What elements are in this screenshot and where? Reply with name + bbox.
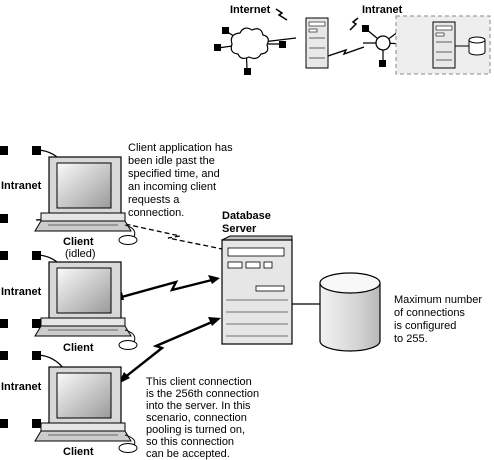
internet-label: Internet xyxy=(230,4,271,16)
max-connections-note: Maximum number of connections is configu… xyxy=(394,294,485,345)
client-1-label: Client xyxy=(63,236,94,248)
idle-note-line: been idle past the xyxy=(128,155,215,167)
server-label-line2: Server xyxy=(222,223,257,235)
pooling-note-line: scenario, connection xyxy=(146,412,247,424)
client-1: Intranet Client (idled) xyxy=(0,146,138,260)
client-2: Intranet Client xyxy=(0,251,138,354)
pooling-note-line: into the server. In this xyxy=(146,400,251,412)
internet-lightning-icon xyxy=(275,8,288,21)
pooling-note-line: can be accepted. xyxy=(146,448,230,460)
pooling-note: This client connection is the 256th conn… xyxy=(146,376,262,460)
pooling-note-line: so this connection xyxy=(146,436,234,448)
top-overview: Internet Intranet xyxy=(214,4,491,75)
idle-note-line: requests a xyxy=(128,194,180,206)
link-lightning-icon xyxy=(327,46,365,57)
intranet-label: Intranet xyxy=(362,4,403,16)
mouse-icon xyxy=(118,443,138,453)
idle-note: Client application has been idle past th… xyxy=(128,142,236,219)
idle-note-line: specified time, and xyxy=(128,168,220,180)
client-2-intranet-label: Intranet xyxy=(1,286,42,298)
mouse-icon xyxy=(118,235,138,245)
idle-note-line: connection. xyxy=(128,207,184,219)
client-1-intranet-label: Intranet xyxy=(1,180,42,192)
client-3-intranet-label: Intranet xyxy=(1,381,42,393)
accepted-connection-arrow xyxy=(118,317,221,384)
server-label-line1: Database xyxy=(222,210,271,222)
mouse-icon xyxy=(118,340,138,350)
active-connection-arrow xyxy=(110,275,220,300)
database-cylinder-icon xyxy=(319,272,381,352)
database-server-icon xyxy=(221,235,293,345)
top-server-icon xyxy=(305,17,329,69)
computer-monitor-icon xyxy=(34,261,138,350)
client-1-sublabel: (idled) xyxy=(65,248,96,260)
top-db-server-icon xyxy=(432,21,456,69)
idle-connection-dashed-line xyxy=(101,218,233,252)
computer-monitor-icon xyxy=(34,366,138,453)
client-2-label: Client xyxy=(63,342,94,354)
internet-cloud-icon xyxy=(214,27,297,75)
intranet-lightning-icon xyxy=(349,17,359,31)
max-connections-note-line: Maximum number xyxy=(394,294,482,306)
max-connections-note-line: is configured xyxy=(394,320,456,332)
client-3: Intranet Client xyxy=(0,351,138,458)
idle-note-line: Client application has xyxy=(128,142,233,154)
pooling-note-line: is the 256th connection xyxy=(146,388,259,400)
max-connections-note-line: of connections xyxy=(394,307,465,319)
pooling-note-line: pooling is turned on, xyxy=(146,424,245,436)
client-3-label: Client xyxy=(63,446,94,458)
top-database-icon xyxy=(468,36,486,56)
computer-monitor-icon xyxy=(34,156,138,245)
idle-note-line: an incoming client xyxy=(128,181,216,193)
max-connections-note-line: to 255. xyxy=(394,333,428,345)
pooling-note-line: This client connection xyxy=(146,376,252,388)
